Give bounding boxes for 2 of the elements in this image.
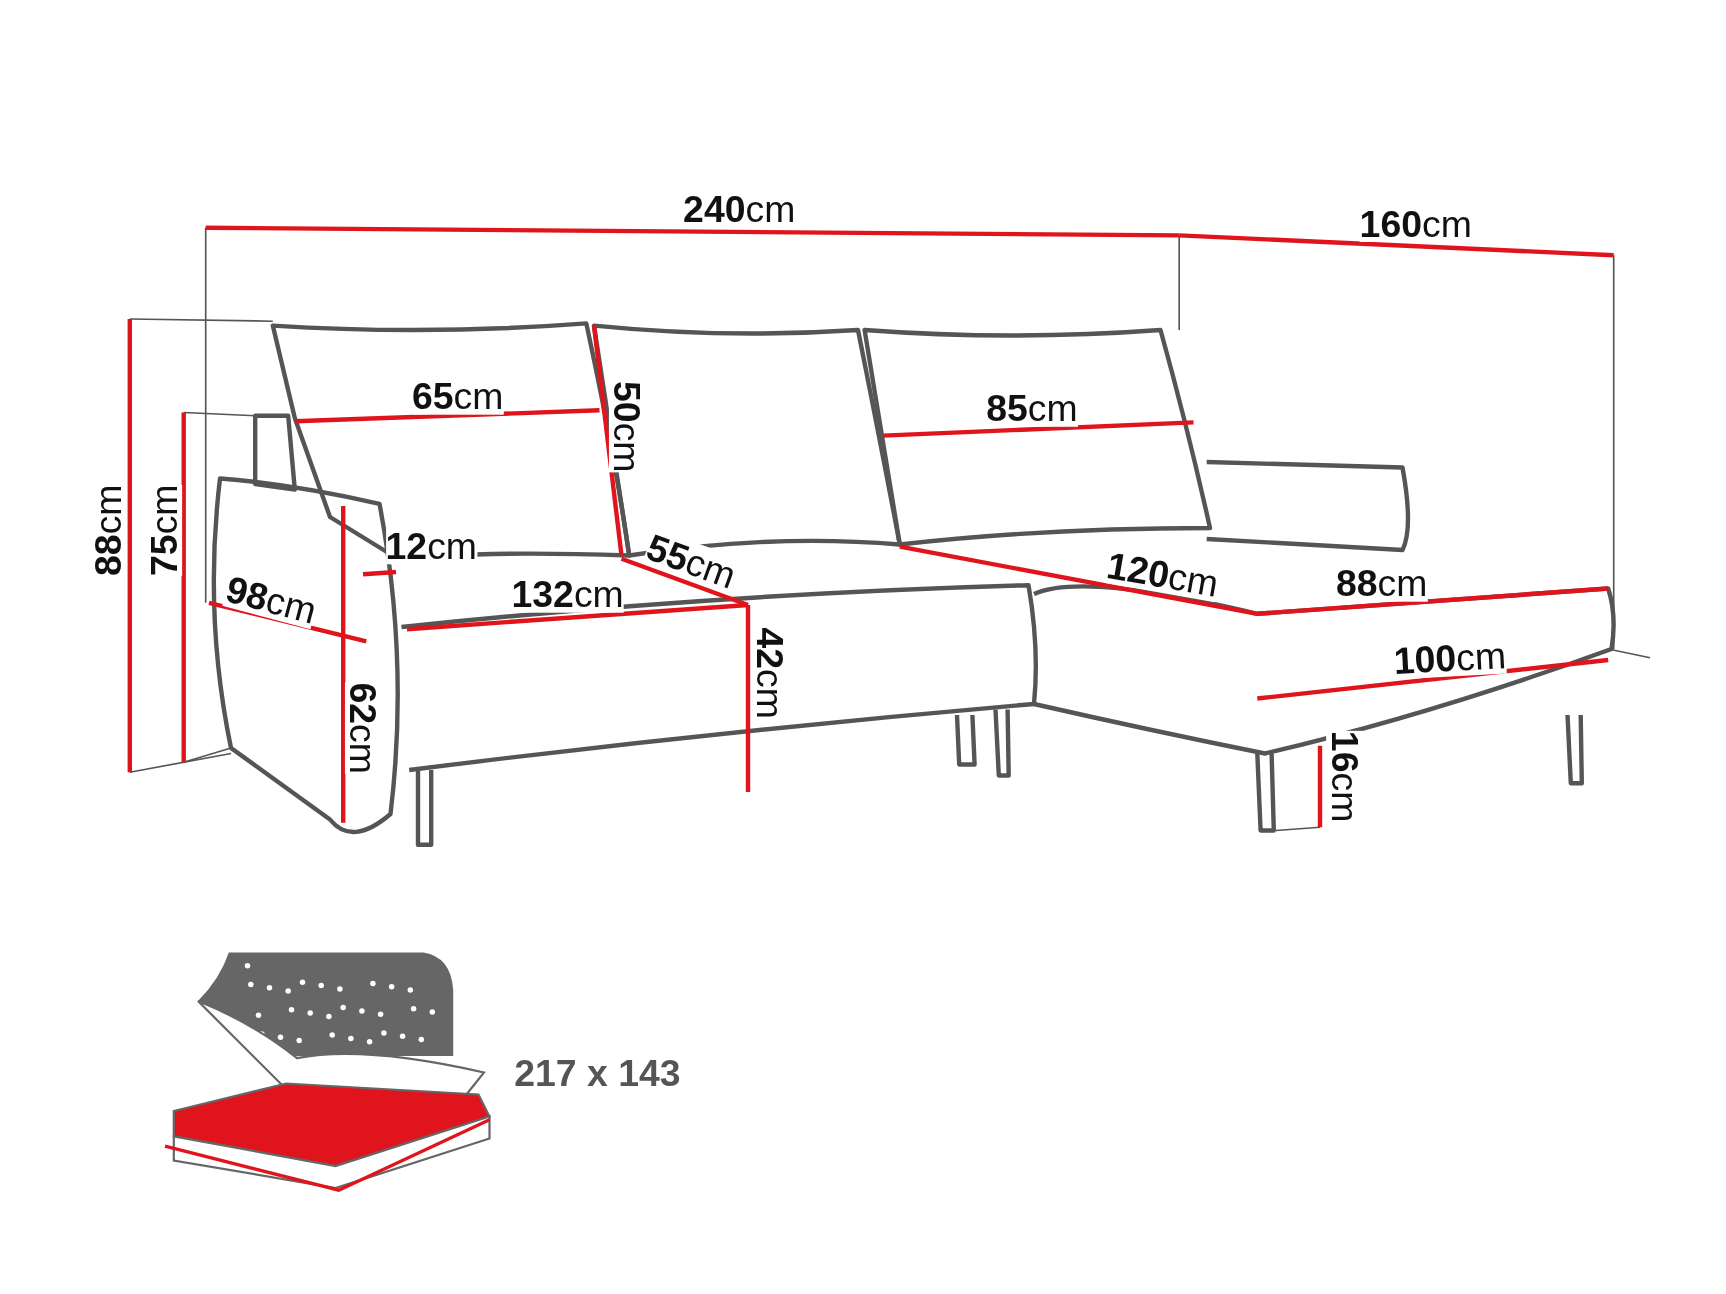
dimension-label: 12cm <box>385 526 477 565</box>
dimension-label: 16cm <box>1325 730 1363 823</box>
